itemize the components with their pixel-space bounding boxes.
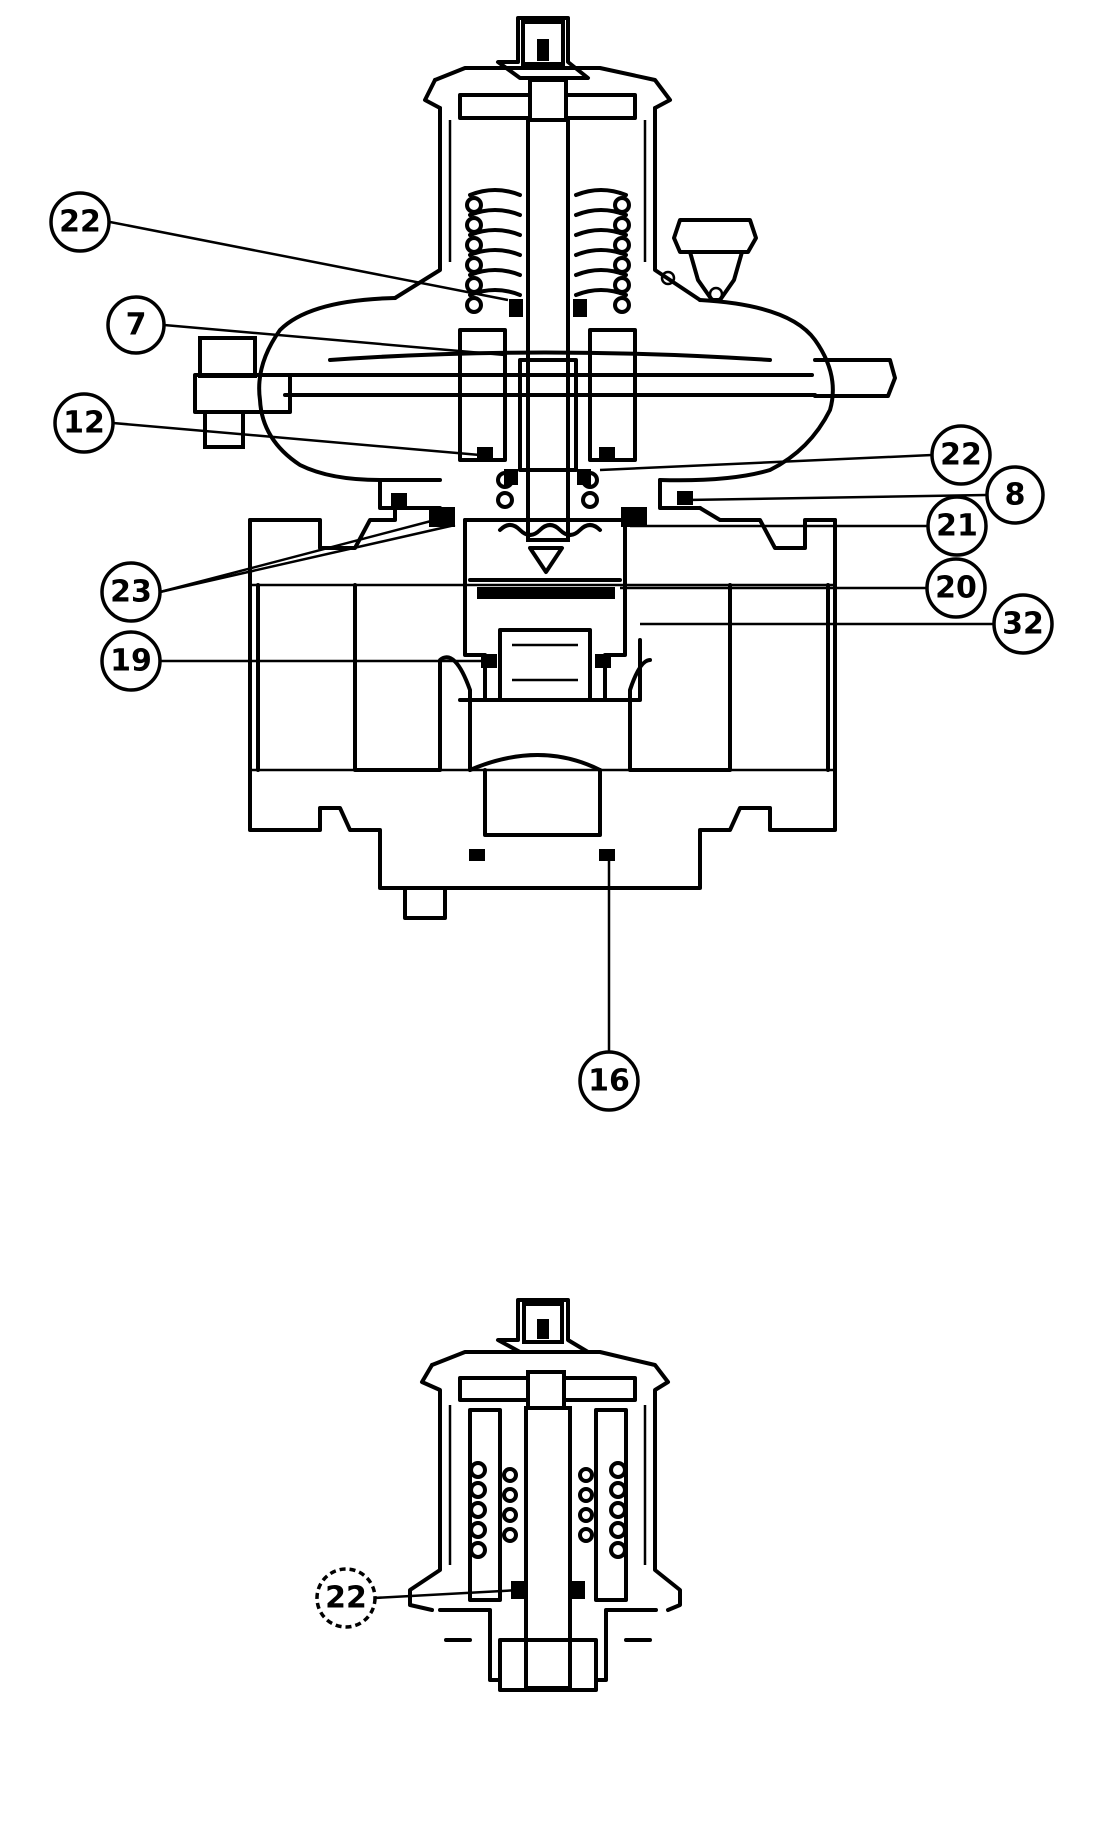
callout-32: 32 <box>992 593 1054 655</box>
center-guide <box>458 328 637 509</box>
valve-body <box>248 506 837 920</box>
callout-label: 22 <box>325 1581 367 1616</box>
callout-23: 23 <box>100 561 162 623</box>
top-cap <box>496 16 590 80</box>
callout-21: 21 <box>926 495 988 557</box>
main-assembly <box>193 16 897 920</box>
secondary-assembly <box>408 1298 682 1692</box>
spring-coils <box>465 188 631 314</box>
callout-label: 19 <box>110 644 152 679</box>
callout-22-bottom: 22 <box>315 1567 377 1629</box>
callout-7: 7 <box>106 295 166 355</box>
callout-20: 20 <box>925 557 987 619</box>
callout-label: 22 <box>940 438 982 473</box>
callout-label: 8 <box>1005 478 1026 513</box>
valve-cage <box>458 518 642 702</box>
vent-plug <box>660 218 758 302</box>
callout-label: 7 <box>126 308 147 343</box>
callout-label: 16 <box>588 1064 630 1099</box>
callout-22-top: 22 <box>49 191 111 253</box>
secondary-spring-coils <box>469 1461 627 1559</box>
body-top-plate <box>378 478 702 527</box>
callout-label: 20 <box>935 571 977 606</box>
callout-label: 21 <box>936 509 978 544</box>
callout-22-right: 22 <box>930 424 992 486</box>
callout-label: 22 <box>59 205 101 240</box>
callout-8: 8 <box>985 465 1045 525</box>
diaphragm-housing <box>193 296 897 483</box>
callout-12: 12 <box>53 392 115 454</box>
callout-label: 23 <box>110 575 152 610</box>
callout-19: 19 <box>100 630 162 692</box>
leader-lines <box>109 220 994 1600</box>
callout-16: 16 <box>578 1050 640 1112</box>
callout-label: 12 <box>63 406 105 441</box>
callout-label: 32 <box>1002 607 1044 642</box>
